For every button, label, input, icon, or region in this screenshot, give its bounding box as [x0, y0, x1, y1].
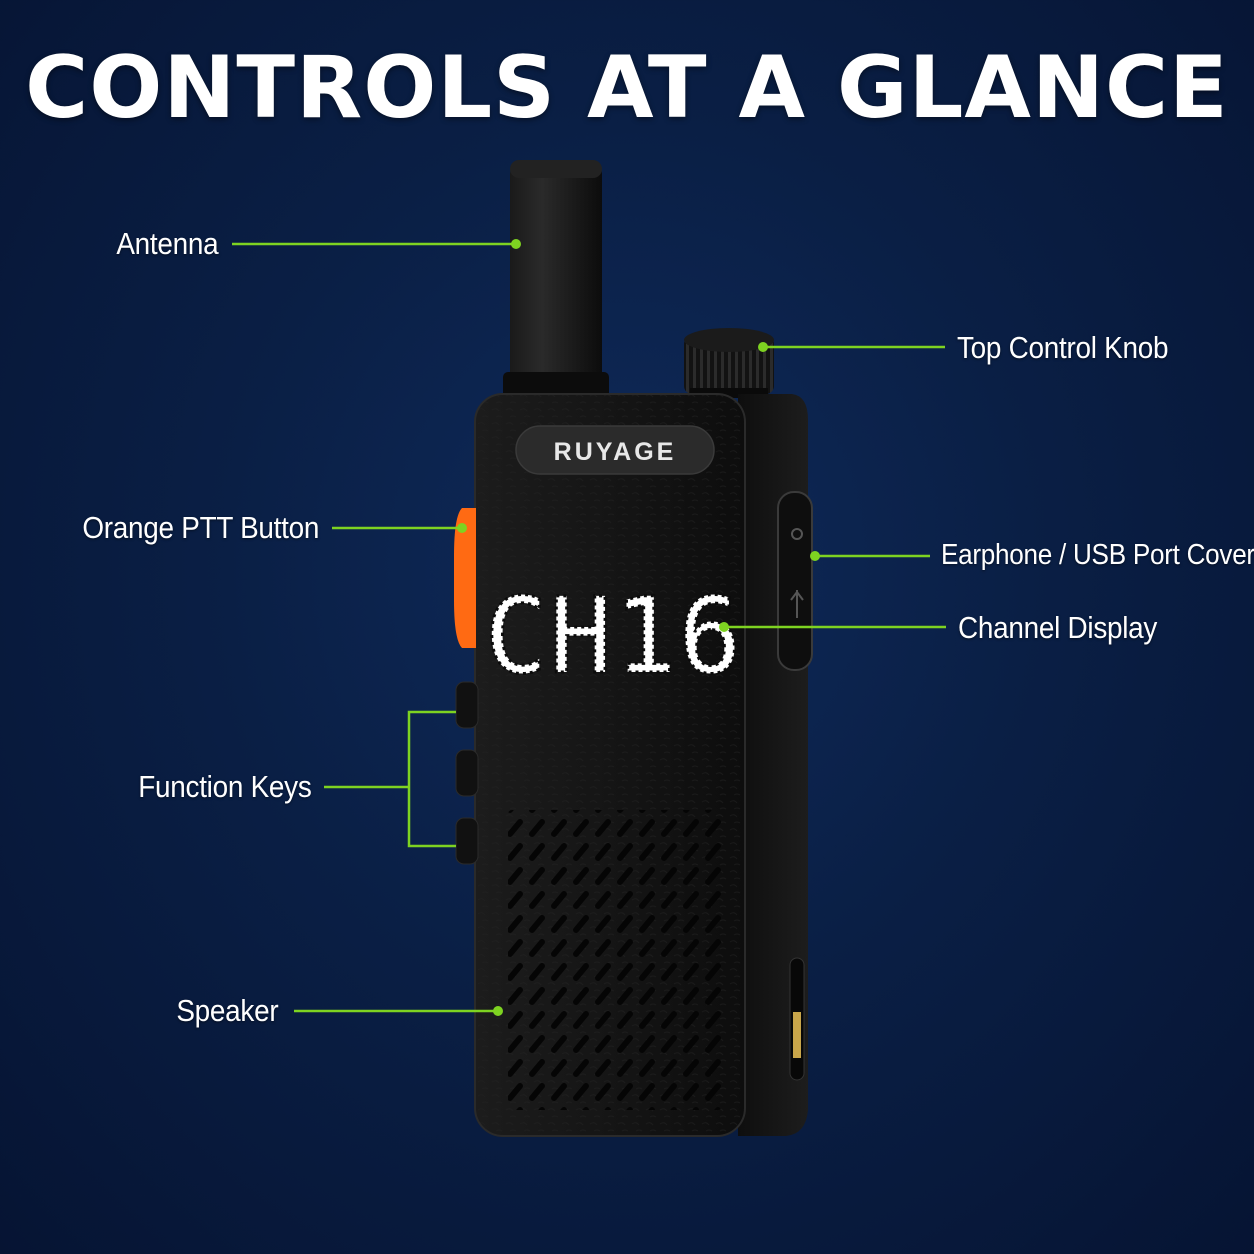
function-keys[interactable]: [455, 681, 479, 865]
function-key-2[interactable]: [455, 749, 479, 797]
top-control-knob[interactable]: [684, 328, 774, 398]
callout-lines: [232, 242, 946, 1013]
antenna: [503, 160, 609, 398]
brand-logo: RUYAGE: [554, 438, 677, 466]
function-key-1[interactable]: [455, 681, 479, 729]
headphone-icon: [791, 528, 803, 540]
callout-dots: [457, 239, 820, 1016]
label-port-cover: Earphone / USB Port Cover: [941, 539, 1254, 571]
label-top-control-knob: Top Control Knob: [957, 330, 1169, 365]
function-bracket: [407, 710, 456, 848]
function-key-3[interactable]: [455, 817, 479, 865]
label-function-keys: Function Keys: [138, 769, 313, 804]
label-ptt-button: Orange PTT Button: [82, 510, 319, 545]
charging-contact: [793, 1012, 801, 1058]
ptt-button[interactable]: [454, 508, 476, 648]
page-title: CONTROLS AT A GLANCE: [25, 38, 1229, 138]
label-channel-display: Channel Display: [958, 610, 1158, 645]
channel-display: CH16: [485, 575, 743, 697]
label-speaker: Speaker: [175, 993, 278, 1028]
label-antenna: Antenna: [115, 226, 218, 261]
port-cover[interactable]: [777, 491, 813, 671]
brand-badge: RUYAGE: [515, 425, 715, 475]
speaker-grille: [508, 810, 722, 1110]
usb-icon: [790, 590, 804, 618]
